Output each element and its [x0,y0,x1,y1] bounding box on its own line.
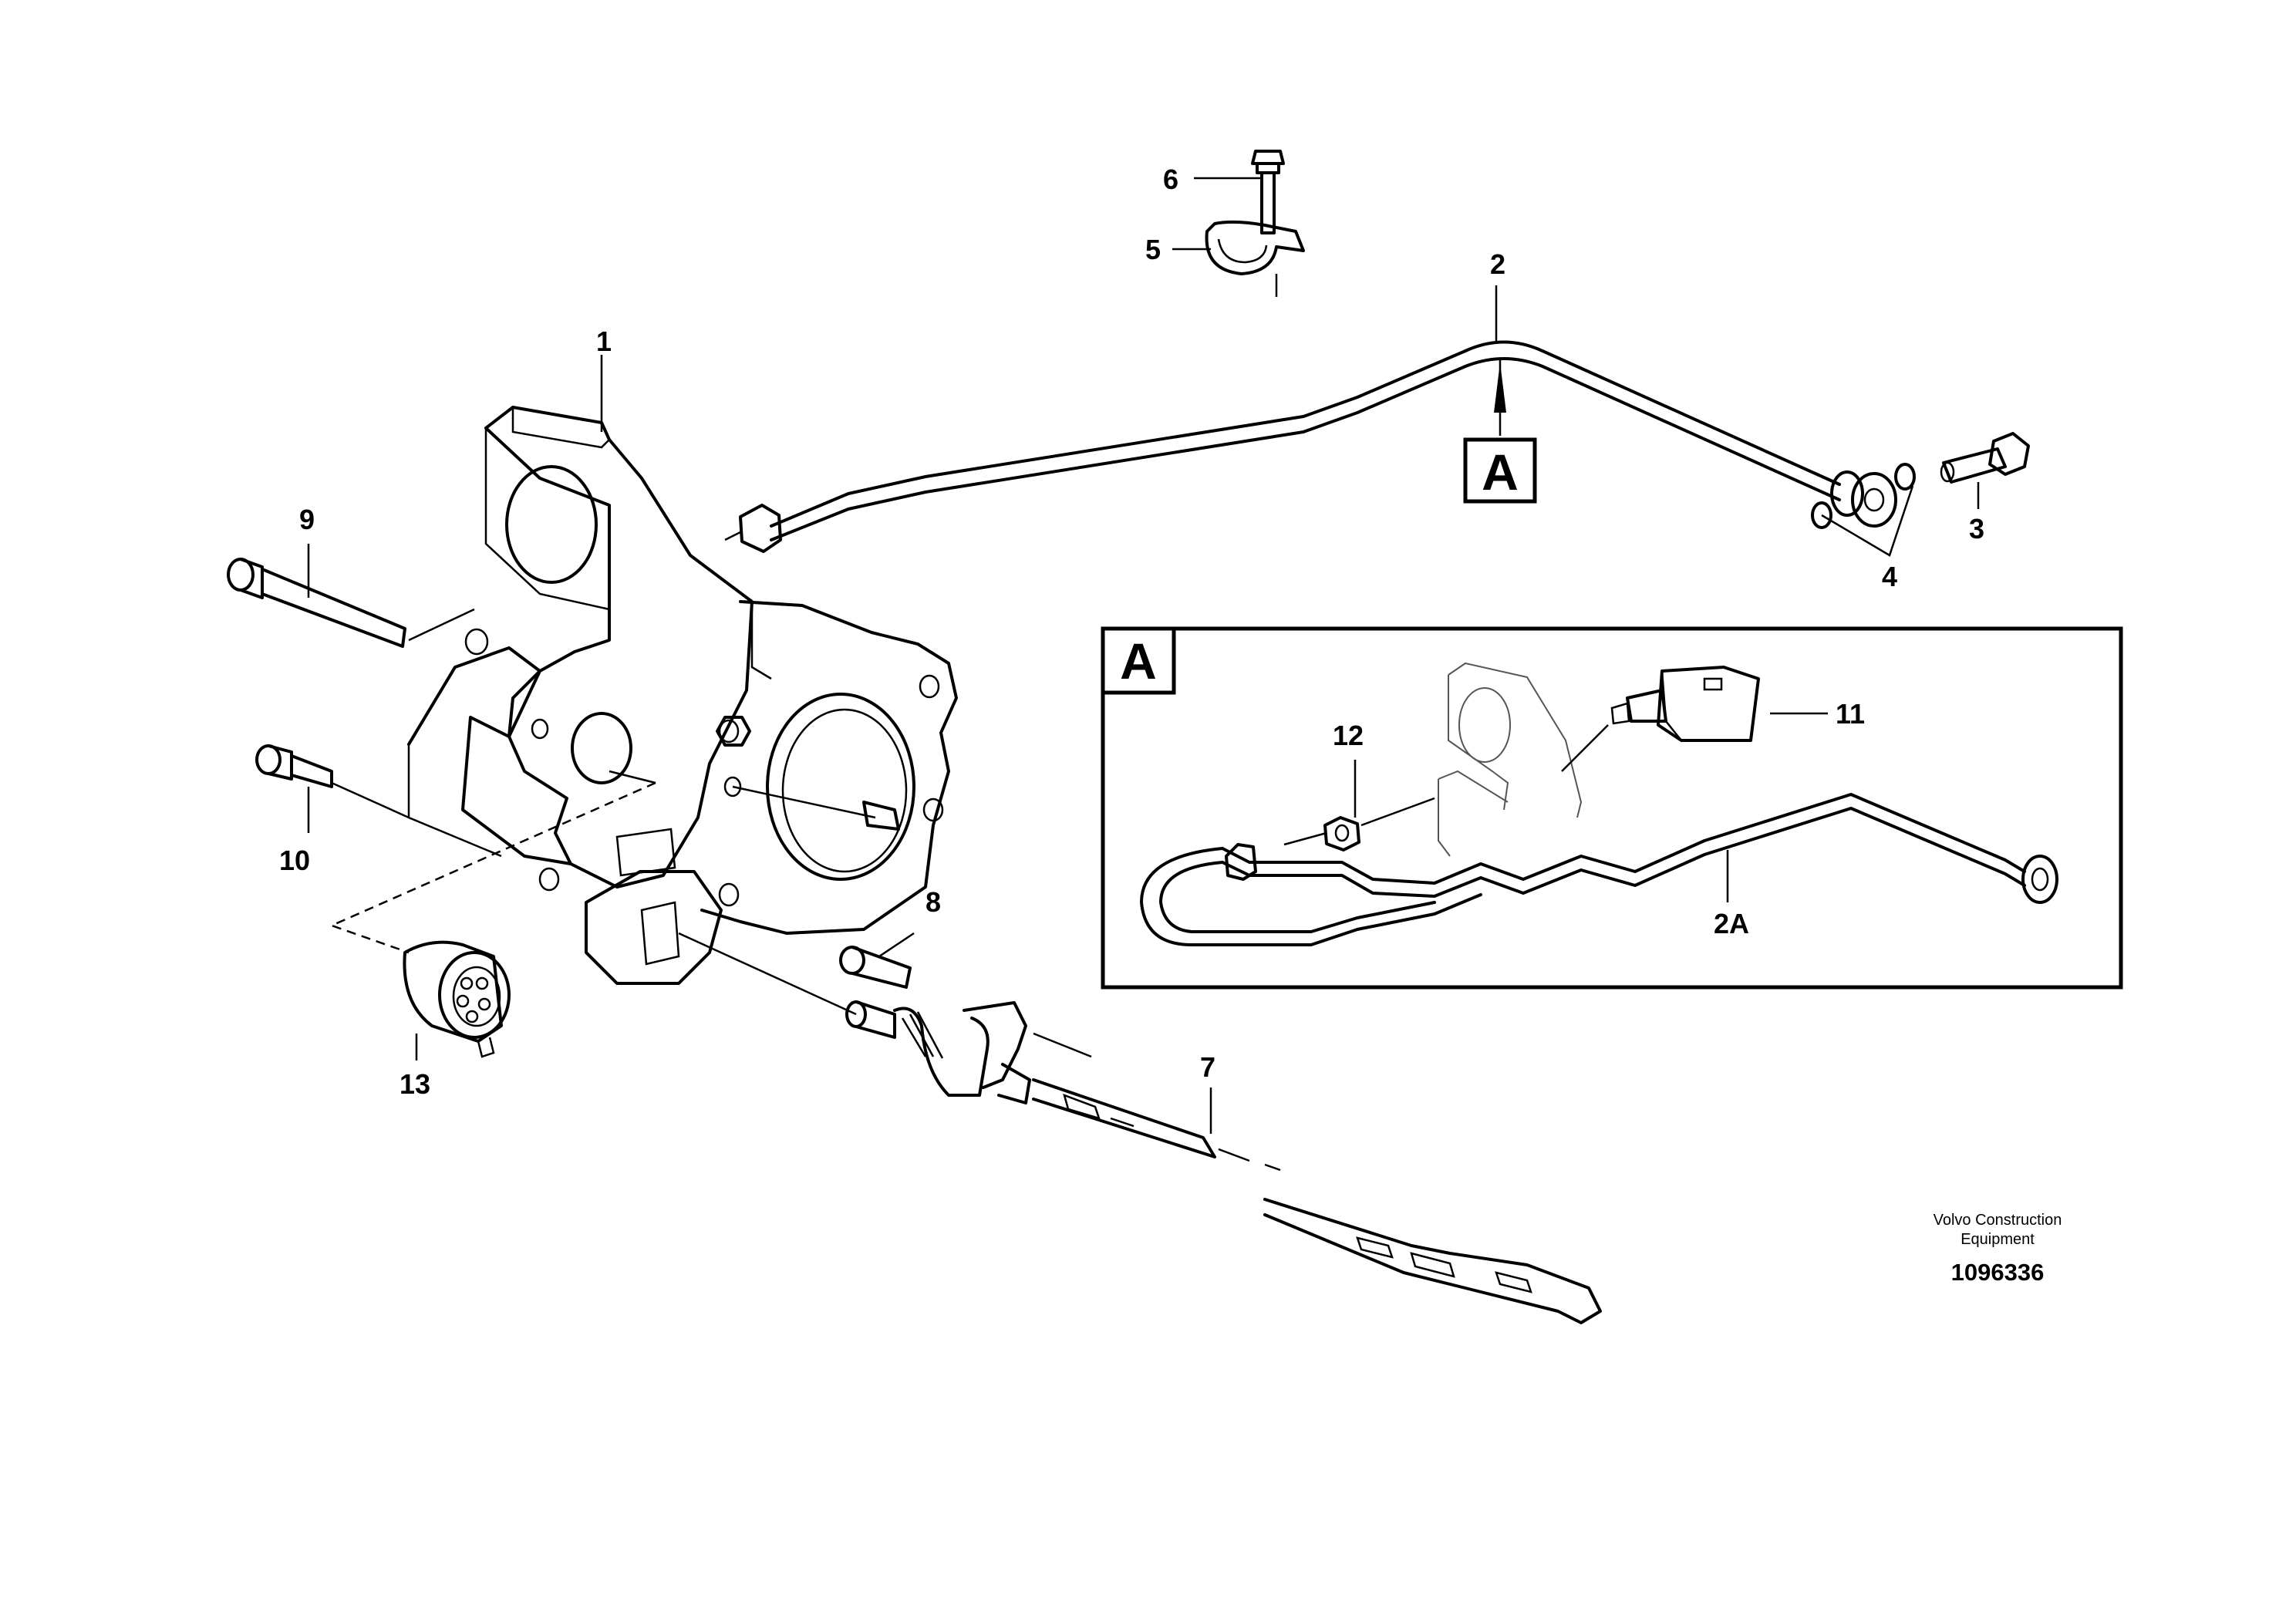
clamp-5 [1205,220,1305,297]
bolt-10 [255,744,333,788]
callout-3: 3 [1969,513,1984,545]
callout-8: 8 [925,886,941,918]
detail-box-label: A [1120,632,1157,690]
brand-line-1: Volvo Construction [1934,1212,2062,1229]
callout-labels: 1 2 3 4 5 6 7 8 9 10 11 12 13 2A [279,164,1984,1100]
callout-2: 2 [1490,248,1505,280]
detail-inset-a: A [1101,626,2123,990]
washers-4 [1811,463,1916,529]
callout-7: 7 [1200,1051,1215,1083]
callout-13: 13 [400,1068,430,1100]
callout-12: 12 [1333,720,1364,751]
callout-4: 4 [1882,561,1897,592]
sensor-7 [845,1000,1602,1324]
banjo-bolt-3 [1940,432,2030,484]
bolt-9 [227,558,406,648]
callout-9: 9 [299,504,315,535]
screw-8 [839,946,912,989]
footer-brand: Volvo Construction Equipment 1096336 [1934,1212,2062,1286]
connector-13 [403,940,511,1058]
callout-5: 5 [1145,234,1161,265]
document-number: 1096336 [1951,1259,2045,1286]
leader-lines [307,177,1980,1134]
detail-marker-label: A [1482,443,1519,501]
bolt-6 [1251,150,1285,234]
callout-6: 6 [1163,164,1178,195]
housing-bracket [407,406,958,985]
callout-10: 10 [279,845,310,876]
brand-line-2: Equipment [1961,1231,2035,1248]
callout-2a: 2A [1714,908,1749,939]
tube-2 [724,340,1897,553]
callout-1: 1 [596,325,612,357]
detail-marker-a: A [1463,437,1537,504]
callout-11: 11 [1836,698,1865,730]
